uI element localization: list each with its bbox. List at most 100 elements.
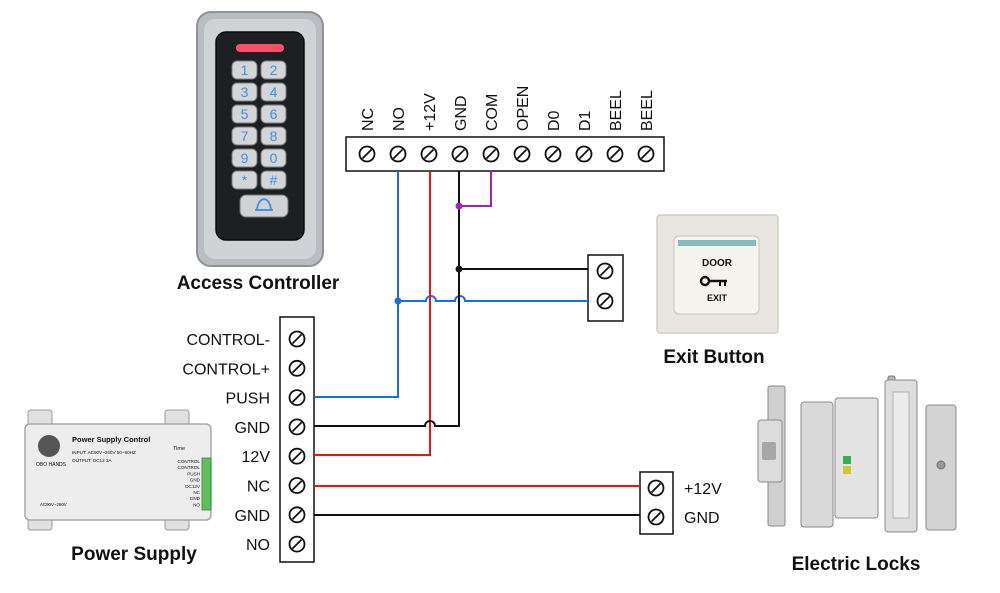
psu-terminal-label: CONTROL-: [186, 332, 270, 349]
psu-terminal-label: 12V: [242, 449, 271, 466]
controller-terminal-screw: [637, 145, 655, 163]
controller-terminal-screw: [606, 145, 624, 163]
controller-terminal-screw: [451, 145, 469, 163]
bell-key: [239, 194, 289, 218]
hand-logo-icon: [38, 435, 60, 457]
junction-dot-ground: [455, 265, 463, 273]
keypad-key: *: [231, 170, 258, 190]
psu-device-side-label: NO: [193, 502, 200, 507]
controller-terminal-label: +12V: [422, 93, 439, 131]
psu-terminal-screw: [288, 330, 306, 348]
exit-terminal-screw: [596, 262, 614, 280]
blue-wire: [314, 171, 588, 398]
psu-device-title: Power Supply Control: [72, 435, 150, 444]
junction-dot-com: [455, 202, 463, 210]
lock-terminal-label: GND: [684, 510, 720, 527]
keypad-key: 0: [260, 148, 287, 168]
controller-terminal-screw: [358, 145, 376, 163]
psu-terminal-label: PUSH: [226, 391, 270, 408]
keypad-key-label: 4: [270, 84, 278, 100]
keypad-key: 8: [260, 126, 287, 146]
psu-device-brand: OBO HANDS: [36, 462, 67, 468]
lock-terminal-screw: [647, 508, 665, 526]
psu-terminal-label: NC: [247, 479, 270, 496]
controller-terminal-screw: [420, 145, 438, 163]
controller-terminal-screw: [389, 145, 407, 163]
status-led: [236, 44, 284, 52]
psu-terminal-label: GND: [234, 508, 270, 525]
keypad-key-label: 9: [241, 150, 249, 166]
access-controller-caption: Access Controller: [177, 273, 340, 294]
red-wire-controller-power: [314, 171, 431, 456]
psu-terminal-screw: [288, 359, 306, 377]
junction-dot-push: [394, 297, 402, 305]
controller-terminal-label: D0: [546, 110, 563, 131]
psu-terminal-screw: [288, 477, 306, 494]
exit-terminal-screw: [596, 292, 614, 310]
psu-terminal-strip: [201, 457, 212, 511]
keypad-key: 5: [231, 104, 258, 124]
lock-terminal-screws: [647, 479, 665, 526]
power-supply-caption: Power Supply: [71, 544, 197, 565]
keypad-key-label: 3: [241, 84, 249, 100]
controller-terminal-screw: [513, 145, 531, 163]
keypad-key-label: 6: [270, 106, 278, 122]
controller-terminal-label: BEEL: [639, 90, 656, 131]
psu-terminal-screw: [288, 418, 306, 436]
electric-locks-caption: Electric Locks: [792, 554, 921, 575]
psu-terminal-screw: [288, 535, 306, 553]
keypad-key-label: 2: [270, 62, 278, 78]
controller-terminal-label: OPEN: [515, 86, 532, 131]
psu-device-time: Time: [173, 446, 185, 452]
psu-terminal-block: [279, 316, 315, 563]
keypad-key-label: 0: [270, 150, 278, 166]
bell-icon: [256, 198, 272, 211]
controller-terminal-label: GND: [453, 95, 470, 131]
psu-device-side-label: NC: [193, 490, 200, 495]
controller-terminal-label: NC: [360, 108, 377, 131]
psu-terminal-screw: [288, 447, 306, 465]
exit-plate-exit-text: EXIT: [707, 293, 728, 303]
psu-terminal-screw: [288, 389, 306, 407]
psu-device-side-label: DC12V: [185, 484, 201, 489]
electric-locks-device: [757, 375, 957, 533]
keypad-key: #: [260, 170, 287, 190]
psu-terminal-label: NO: [246, 537, 270, 554]
keypad-key: 9: [231, 148, 258, 168]
exit-terminal-screws: [596, 262, 614, 310]
psu-device-side-label: GND: [190, 496, 201, 501]
keypad-key-label: 1: [241, 62, 249, 78]
keypad-key: 4: [260, 82, 287, 102]
keypad-key: 1: [231, 60, 258, 80]
psu-device-side-label: CONTROL: [178, 465, 201, 470]
keypad-key: 2: [260, 60, 287, 80]
controller-terminal-label: BEEL: [608, 90, 625, 131]
controller-terminal-label: NO: [391, 107, 408, 131]
exit-plate-door-text: DOOR: [702, 258, 733, 269]
keypad-key-label: 7: [241, 128, 249, 144]
purple-wire-com-bridge: [459, 171, 492, 207]
psu-device-output: OUTPUT: DC12 3A: [72, 458, 113, 463]
keypad-key: 6: [260, 104, 287, 124]
keypad-key-label: 5: [241, 106, 249, 122]
keypad-key: 7: [231, 126, 258, 146]
controller-terminal-screws: [358, 145, 655, 163]
lock-terminal-screw: [647, 479, 665, 497]
psu-terminal-screw: [288, 506, 306, 524]
psu-device-bottom-text: AC90V~260V: [40, 502, 67, 507]
psu-device-side-label: CONTROL: [178, 459, 201, 464]
controller-terminal-label: D1: [577, 110, 594, 131]
psu-terminal-label: CONTROL+: [182, 361, 270, 378]
wires: [314, 171, 640, 516]
black-wire-controller-ground: [314, 171, 588, 427]
controller-terminal-screw: [482, 145, 500, 163]
keypad-key-label: #: [270, 172, 278, 188]
psu-terminal-label: GND: [234, 420, 270, 437]
